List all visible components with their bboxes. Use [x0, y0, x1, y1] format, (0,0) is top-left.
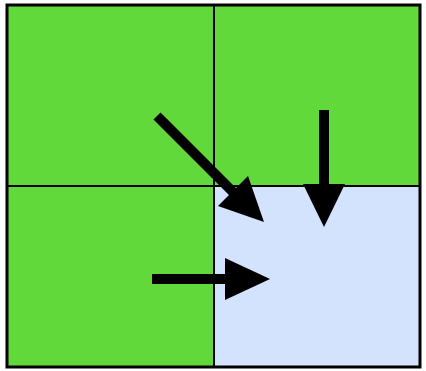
arrow-right	[152, 258, 270, 300]
arrow-diagonal-shaft	[153, 112, 240, 199]
arrow-diagonal-head	[218, 176, 264, 222]
cell-top-right	[214, 5, 420, 186]
arrow-down	[303, 110, 345, 227]
cell-top-left	[7, 5, 214, 186]
arrow-diagonal	[153, 112, 264, 222]
arrow-right-head	[225, 258, 270, 300]
arrow-down-head	[303, 184, 345, 227]
